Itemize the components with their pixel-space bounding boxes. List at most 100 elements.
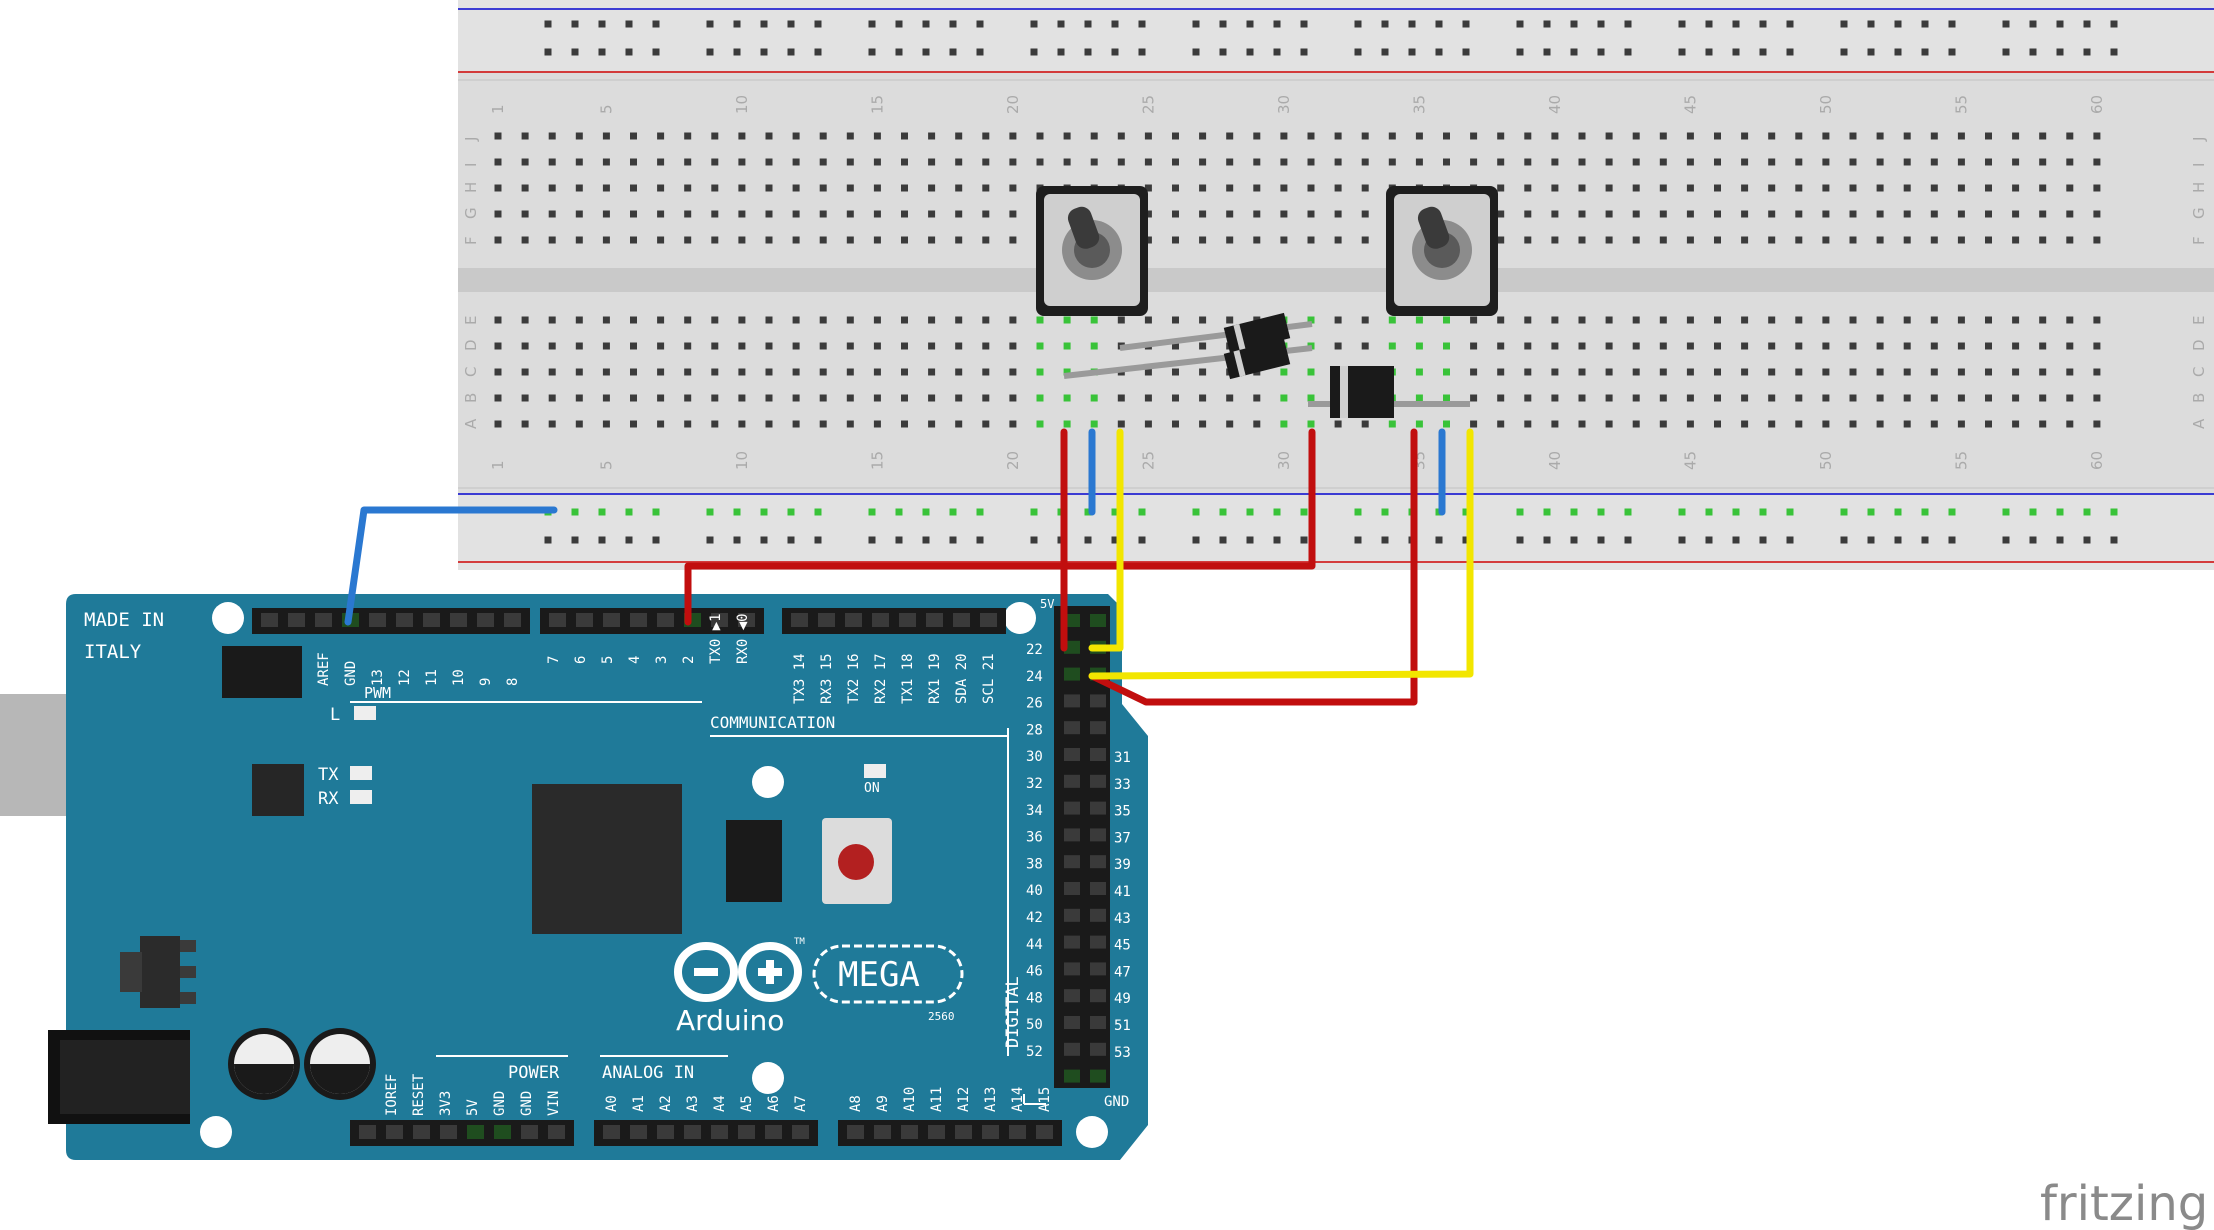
breadboard-hole	[1172, 420, 1179, 428]
breadboard-hole	[2039, 342, 2047, 350]
breadboard-hole	[657, 316, 665, 324]
rail-hole	[1030, 536, 1038, 544]
breadboard-hole	[955, 316, 963, 324]
breadboard-hole	[1172, 132, 1179, 140]
breadboard-hole	[1876, 210, 1884, 218]
rail-hole	[1246, 20, 1254, 28]
logo-plus-v	[766, 960, 774, 984]
digital-pin-label: 33	[1114, 777, 1131, 793]
five-v-label: 5V	[1040, 597, 1054, 611]
row-letter: I	[462, 163, 480, 167]
row-letter: F	[462, 236, 480, 245]
column-number: 50	[1817, 451, 1835, 470]
rail-hole	[1867, 20, 1875, 28]
breadboard-hole	[1578, 132, 1586, 140]
breadboard-hole	[1388, 132, 1396, 140]
wire-red-pot2-to-pin24	[1088, 428, 1418, 706]
breadboard-hole	[928, 368, 936, 376]
breadboard-hole	[1470, 132, 1478, 140]
breadboard-hole	[657, 210, 665, 218]
breadboard-hole	[1524, 158, 1532, 166]
diode-band	[1233, 350, 1246, 377]
breadboard-hole	[1551, 368, 1559, 376]
row-letter: H	[2190, 182, 2208, 193]
breadboard-hole	[1524, 342, 1532, 350]
rail-hole	[652, 508, 660, 516]
breadboard-hole	[602, 420, 610, 428]
row-letter: J	[2190, 137, 2208, 142]
pin-label: A10	[902, 1087, 918, 1112]
digital-pin-label: 37	[1114, 830, 1131, 846]
digital-pin-label: 42	[1026, 910, 1043, 926]
breadboard-hole	[1117, 132, 1125, 140]
rail-hole	[1516, 536, 1524, 544]
row-letter: G	[2190, 207, 2208, 219]
capacitor	[228, 1028, 300, 1100]
header-pin	[423, 613, 440, 627]
led-rx-label: RX	[318, 789, 339, 809]
digital-pin-label: 35	[1114, 804, 1131, 820]
breadboard-hole	[548, 368, 556, 376]
breadboard-hole	[548, 394, 556, 402]
pin-label: A0	[604, 1095, 620, 1112]
breadboard-hole	[2012, 158, 2020, 166]
breadboard-hole	[548, 184, 556, 192]
breadboard-hole	[684, 184, 692, 192]
breadboard-hole	[873, 132, 881, 140]
digital-pin	[1064, 1016, 1080, 1029]
reset-button-cap[interactable]	[838, 844, 874, 880]
led-l	[354, 706, 376, 720]
breadboard-hole	[1415, 158, 1423, 166]
breadboard-hole	[792, 210, 800, 218]
digital-pin	[1064, 640, 1080, 654]
breadboard-hole	[928, 210, 936, 218]
digital-pin	[1090, 935, 1106, 949]
breadboard-hole	[2066, 210, 2074, 218]
digital-pin-label: 50	[1026, 1017, 1043, 1033]
breadboard-hole	[521, 420, 529, 428]
digital-pin	[1064, 828, 1080, 842]
breadboard-hole	[1063, 158, 1071, 166]
breadboard-hole	[1253, 210, 1261, 218]
row-letter: A	[2190, 418, 2208, 429]
diode-1	[1063, 312, 1313, 380]
breadboard-hole	[575, 316, 583, 324]
breadboard-hole	[1632, 394, 1640, 402]
breadboard-hole	[1903, 210, 1911, 218]
breadboard-hole	[1470, 368, 1478, 376]
breadboard-hole	[1226, 394, 1234, 402]
header-strip	[540, 608, 764, 634]
header-pin	[872, 613, 889, 627]
rail-hole	[922, 20, 930, 28]
pin-label: A14	[1010, 1087, 1026, 1112]
rail-hole	[1084, 508, 1092, 516]
breadboard-hole	[1741, 184, 1749, 192]
breadboard-hole	[630, 184, 637, 192]
breadboard-hole	[602, 342, 610, 350]
rail-hole	[733, 48, 741, 56]
breadboard-hole	[1659, 184, 1667, 192]
rail-hole	[706, 48, 714, 56]
breadboard-hole	[1009, 342, 1017, 350]
breadboard-hole	[602, 394, 610, 402]
rail-hole	[2029, 20, 2037, 28]
breadboard-hole	[738, 368, 746, 376]
breadboard-hole	[982, 184, 990, 192]
breadboard-hole	[1199, 394, 1207, 402]
rail-hole	[1705, 536, 1713, 544]
breadboard-hole	[819, 420, 827, 428]
breadboard-hole	[1930, 368, 1938, 376]
breadboard-hole	[1876, 158, 1884, 166]
breadboard-hole	[765, 132, 773, 140]
breadboard-hole	[1307, 420, 1315, 428]
rail-hole	[1219, 20, 1227, 28]
rail-hole	[1840, 508, 1848, 516]
column-number: 5	[597, 460, 615, 470]
rail-hole	[1273, 48, 1281, 56]
rail-hole	[1705, 20, 1713, 28]
breadboard-hole	[1985, 210, 1992, 218]
breadboard-hole	[1497, 394, 1505, 402]
digital-pin-label: 48	[1026, 990, 1043, 1006]
breadboard-hole	[1849, 394, 1857, 402]
breadboard-hole	[901, 394, 908, 402]
